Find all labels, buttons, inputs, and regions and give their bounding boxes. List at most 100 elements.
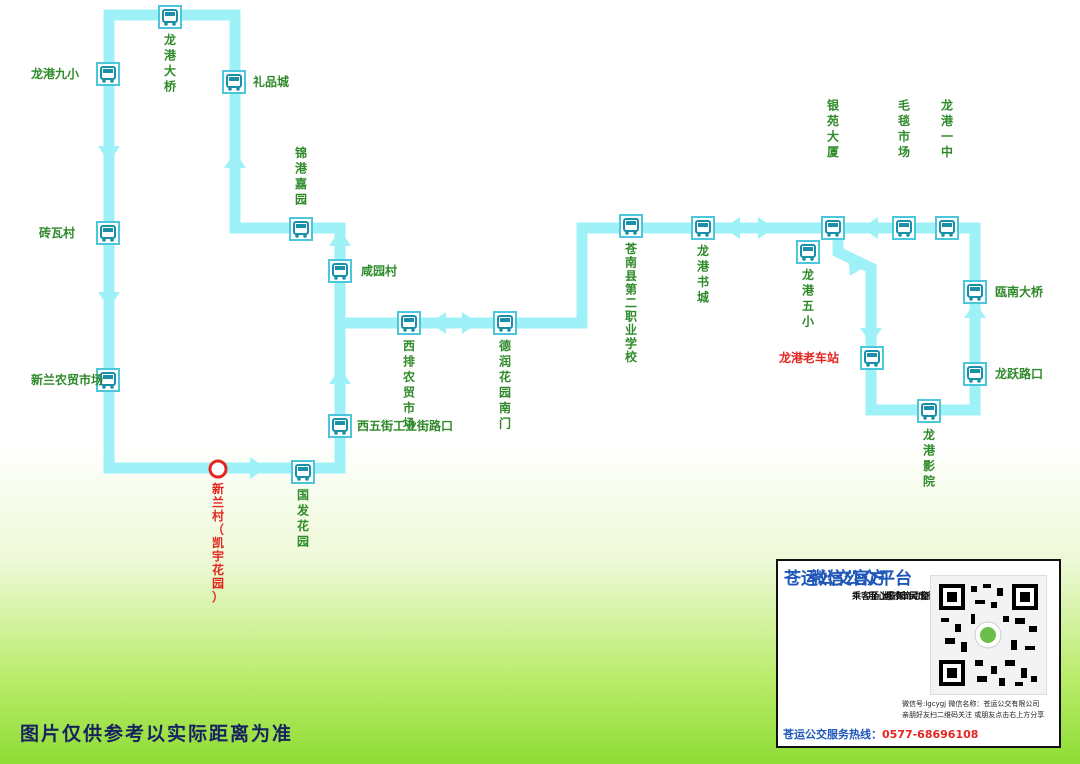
stop-xianyuancun: 咸园村 [328,259,397,283]
stop-label-char: 龙 [802,267,814,282]
stop-label-char: （ [212,522,224,537]
stop-xinlan-market: 新兰农贸市场 [31,368,120,392]
hotline: 苍运公交服务热线：0577-68696108 [783,726,978,742]
stop-label-char: 影 [923,458,935,473]
stop-label-char: 银 [827,98,840,113]
stop-label-char: 园 [295,193,307,207]
bus-icon [935,216,959,240]
stop-zhuanwacun: 砖瓦村 [39,221,120,245]
stop-label-char: 业 [625,322,637,337]
stop-label-char: 校 [625,349,638,364]
stop-label-char: 园 [212,577,224,591]
terminal-circle-icon [208,459,228,479]
bus-icon [493,311,517,335]
stop-label-char: 书 [697,274,709,289]
qr-code[interactable] [930,575,1047,695]
bus-icon [917,399,941,423]
stop-label-char: 市 [403,400,415,415]
stop-label-char: 港 [923,443,936,458]
direction-arrow-icon [329,368,351,384]
stop-label-char: 城 [697,290,709,305]
stop-label-char: 宇 [212,549,224,564]
stop-label-char: 排 [403,354,415,369]
direction-arrow-icon [430,312,446,334]
stop-longgang-jiuxiao: 龙港九小 [31,62,120,86]
bus-icon [96,62,120,86]
stop-label-char: 龙 [941,98,953,113]
stop-label-char: 中 [941,144,953,159]
stop-label-char: 嘉 [294,176,307,191]
stop-label: 咸园村 [361,263,397,278]
stop-label-char: 新 [212,481,224,496]
stop-label-char: 院 [923,474,935,489]
stop-label-char: 村 [212,508,224,523]
bus-icon [289,217,313,241]
stop-label-char: 龙 [923,427,935,442]
stop-label-char: 小 [802,314,814,329]
wechat-id-text: 微信号:lgcygj 微信名称：苍运公交有限公司 [902,700,1040,708]
direction-arrow-icon [848,254,866,276]
disclaimer-text: 图片仅供参考以实际距离为准 [20,723,294,745]
stop-label-char: 润 [499,354,511,369]
bus-icon [397,311,421,335]
stop-label-char: 兰 [212,495,224,510]
bus-icon [96,221,120,245]
stop-aonan-daqiao: 瓯南大桥 [963,280,1044,304]
stop-label-char: 苑 [827,113,839,128]
bus-icon [222,70,246,94]
bus-icon [796,240,820,264]
bus-icon [96,368,120,392]
stop-label-char: 贸 [403,385,415,400]
stop-label-char: 龙 [697,243,709,258]
stop-label-char: 场 [403,417,415,431]
stop-longyue-lukou: 龙跃路口 [963,362,1043,386]
stop-label-char: 学 [625,336,637,351]
direction-arrow-icon [862,217,878,239]
wechat-column: 微信公众平台 [810,569,912,589]
stop-label-char: 凯 [212,535,224,550]
bus-icon [892,216,916,240]
hotline-label: 苍运公交服务热线： [783,728,882,741]
hotline-number[interactable]: 0577-68696108 [882,728,979,741]
stop-label-char: 一 [941,130,953,144]
scan-tip-text: 亲朋好友扫二维码关注 或朋友点击右上方分享 [902,711,1045,719]
direction-arrow-icon [724,217,740,239]
direction-arrow-icon [250,457,266,479]
direction-arrow-icon [860,328,882,344]
stop-label-char: 桥 [164,79,177,94]
direction-arrow-icon [329,230,351,246]
stop-label-char: 龙 [164,32,176,47]
direction-arrow-icon [964,302,986,318]
stop-label: 西五街工业街路口 [357,418,453,433]
stop-label-char: 毛 [898,98,910,113]
stop-label-char: 市 [898,129,910,144]
stop-label-char: 锦 [295,145,307,160]
stop-label-char: 国 [297,488,309,502]
bus-icon [158,5,182,29]
bus-icon [328,414,352,438]
stop-label-char: 发 [296,503,310,518]
info-box: 苍运公交官方 微信公众平台 乘客至上 用心服务 城市流动窗口 市民出行伙伴 微信… [776,559,1061,748]
route-line-middle [334,222,981,416]
stop-label-char: 县 [625,269,637,283]
stop-label-char: 德 [499,338,511,353]
direction-arrow-icon [98,146,120,162]
stop-label-char: 港 [697,259,710,274]
stop-label-char: 南 [499,400,511,415]
stop-label: 瓯南大桥 [995,284,1044,299]
stop-label-char: 大 [827,129,839,144]
stop-label-char: 门 [499,416,511,431]
bus-icon [821,216,845,240]
bus-icon [860,346,884,370]
stop-longgang-laochezhan: 龙港老车站 [779,346,884,370]
stop-label: 新兰农贸市场 [31,372,103,387]
